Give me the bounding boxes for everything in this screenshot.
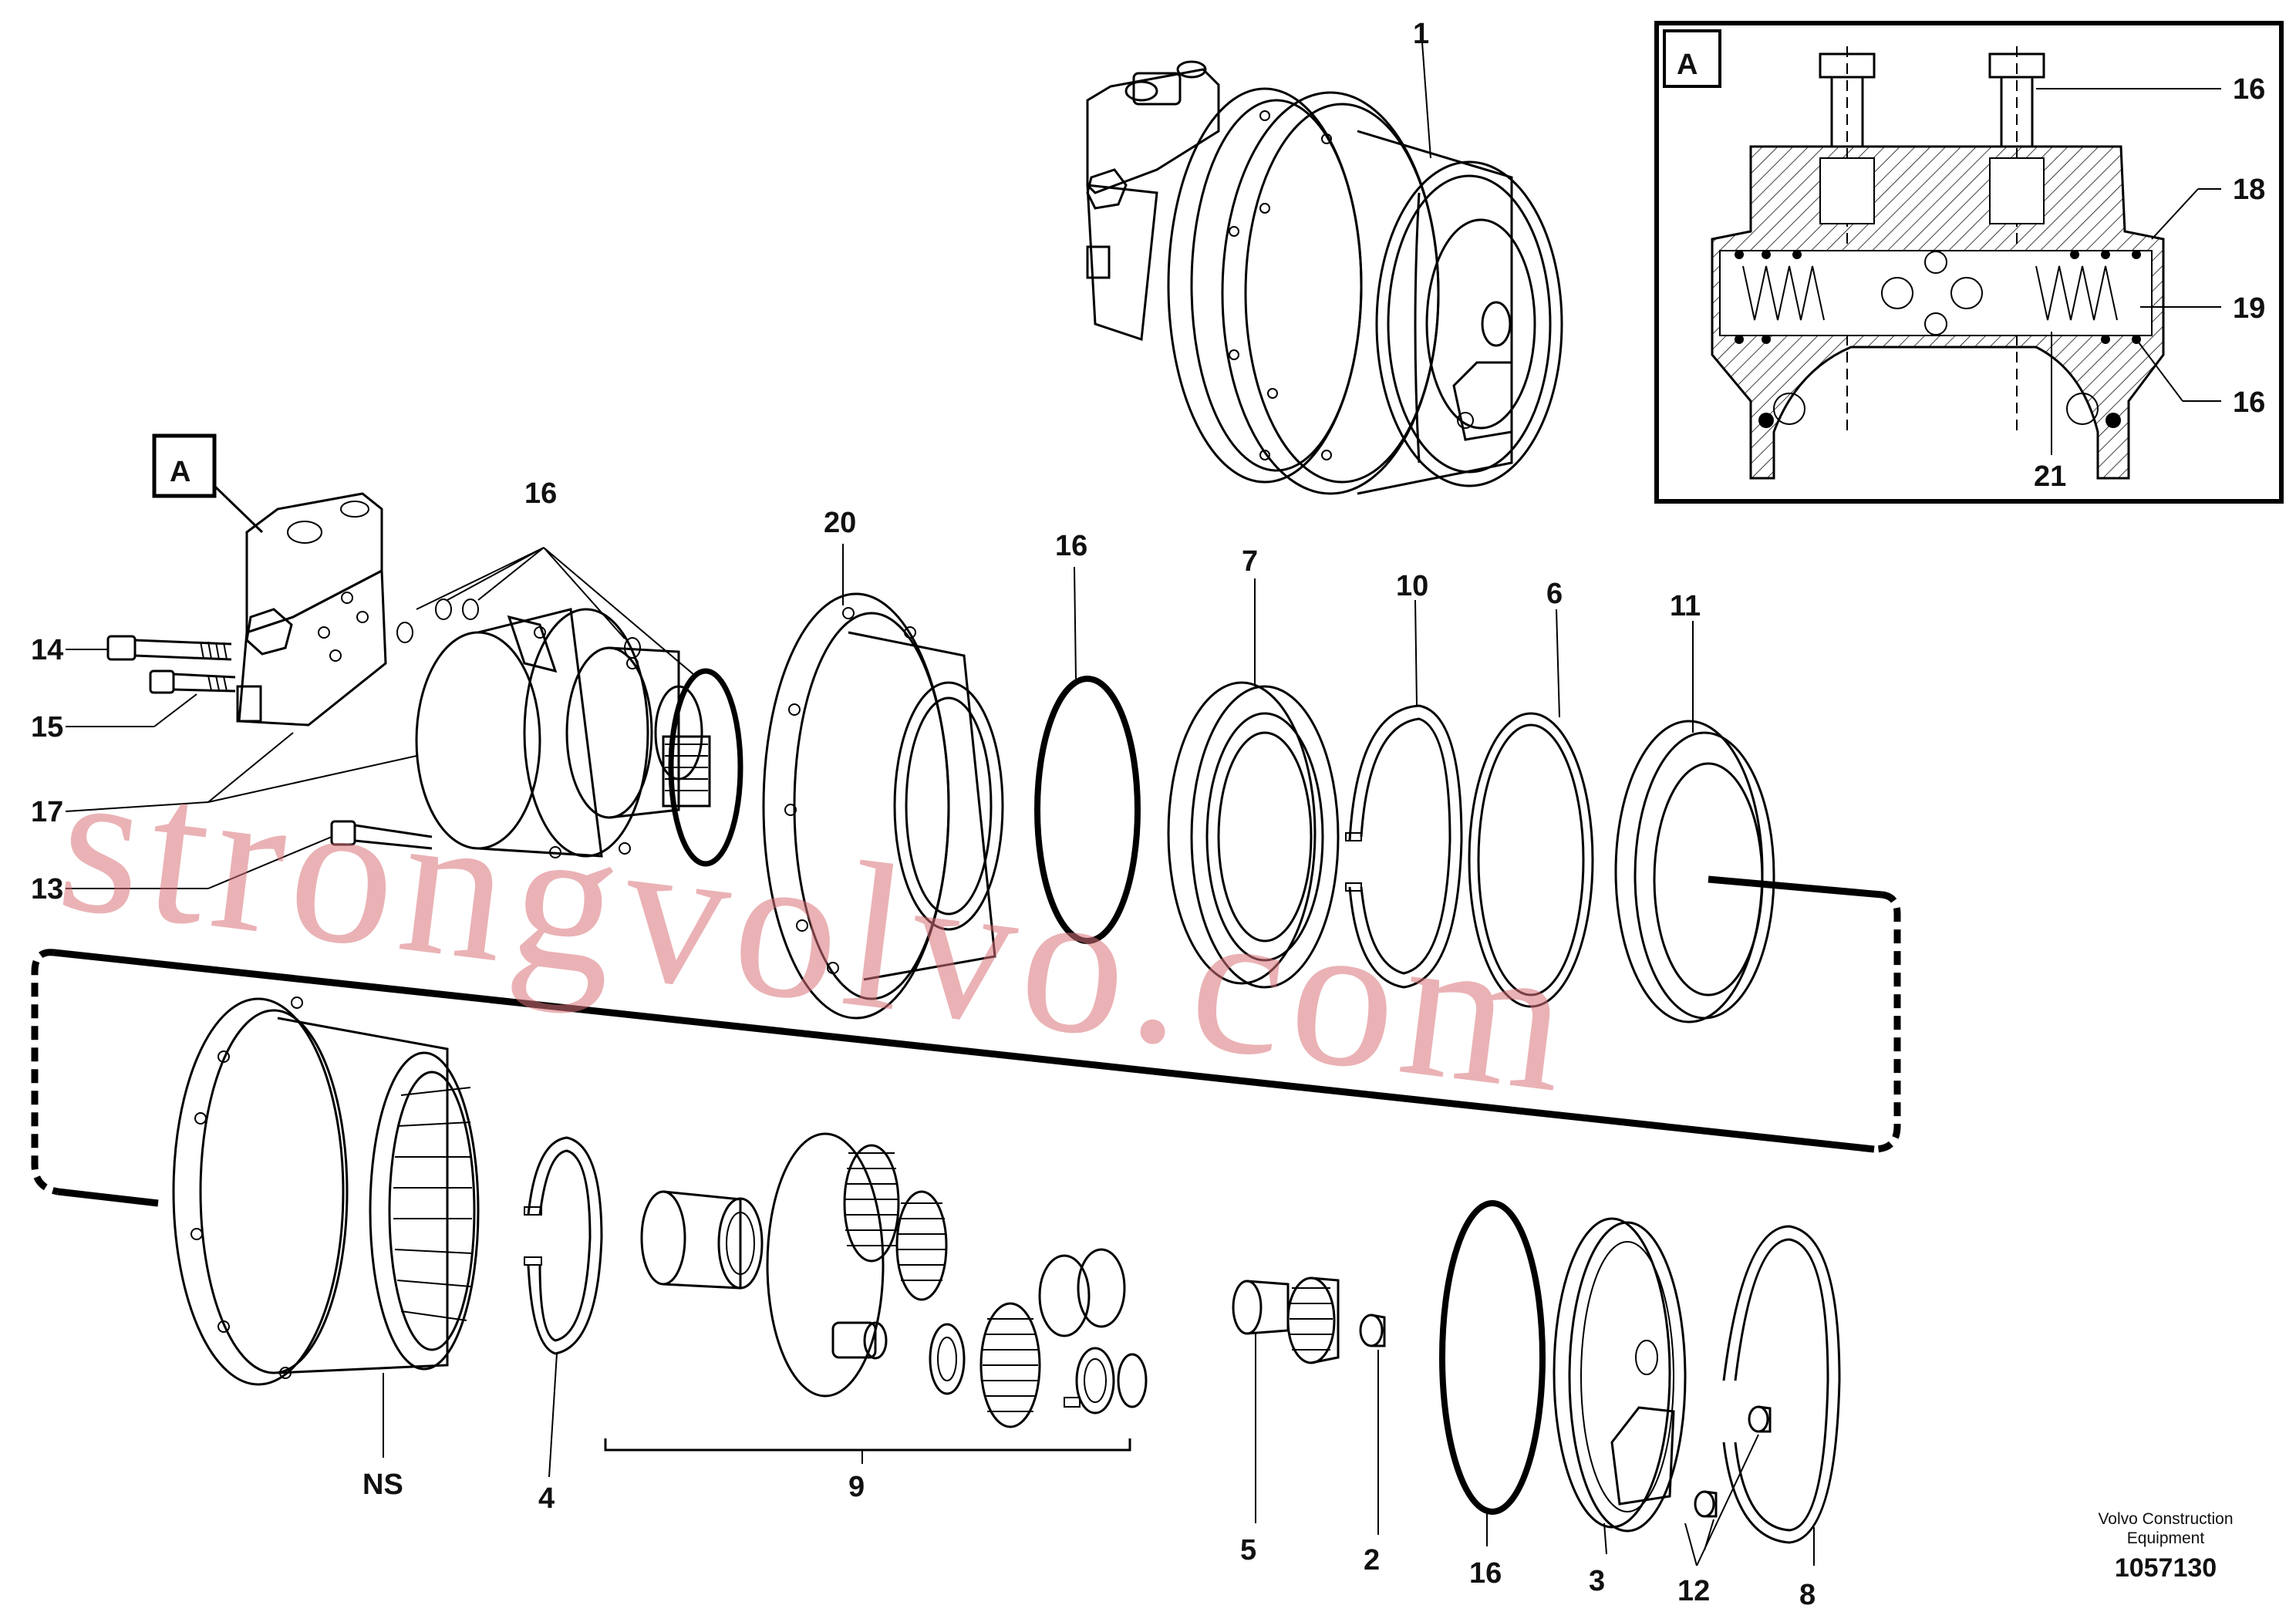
o-ring-16-lower [1439,1200,1546,1515]
callout-8: 8 [1799,1579,1816,1611]
callout-7: 7 [1242,545,1258,578]
snap-ring-10 [1345,704,1463,989]
snap-ring-8 [1722,1225,1841,1544]
hydraulic-motor [330,608,743,867]
callout-19: 19 [2233,292,2265,325]
detail-a-inset [1654,21,2284,504]
callout-16-inset-bottom: 16 [2233,386,2265,419]
credit-line-1: Volvo Construction [2098,1510,2233,1528]
callout-14: 14 [31,634,63,666]
screws-12 [1694,1405,1772,1518]
o-ring-16 [1034,676,1141,944]
credit-line-2: Equipment [2127,1529,2205,1547]
callout-a-left: A [170,456,190,488]
callout-2: 2 [1364,1544,1380,1576]
callout-6: 6 [1546,578,1563,610]
callout-10: 10 [1396,570,1428,602]
callout-16-left: 16 [524,477,557,510]
callout-16-oring: 16 [1055,530,1087,562]
planetary-carrier-set [640,1132,1148,1428]
hub-flange-20 [762,592,1004,1020]
bearing-7 [1167,681,1340,989]
callout-3: 3 [1589,1565,1605,1597]
callout-16-lower: 16 [1469,1557,1502,1590]
callout-18: 18 [2233,174,2265,206]
callout-17: 17 [31,796,63,828]
callout-5: 5 [1240,1534,1256,1566]
ring-gear-housing-ns [172,996,480,1386]
callout-13: 13 [31,873,63,905]
travel-motor-assembly [1086,60,1563,495]
ring-6 [1468,712,1594,1008]
valve-block [106,433,641,727]
callout-15: 15 [31,711,63,744]
assembly-bracket [31,875,1901,1207]
callout-9: 9 [848,1471,865,1503]
thrust-plug-2 [1359,1313,1386,1347]
callout-16-inset-top: 16 [2233,73,2265,106]
callout-11: 11 [1670,590,1701,622]
sun-gear-5 [1232,1276,1340,1364]
seal-11 [1614,720,1775,1023]
callout-4: 4 [538,1482,555,1515]
callout-ns: NS [362,1469,403,1501]
callout-20: 20 [824,507,856,539]
callout-12: 12 [1677,1575,1710,1607]
callout-1: 1 [1413,18,1429,50]
callout-21: 21 [2034,460,2066,493]
snap-ring-4 [524,1136,603,1355]
callout-a-inset: A [1677,49,1698,81]
cover-3 [1553,1217,1687,1533]
document-number: 1057130 [2115,1553,2217,1583]
